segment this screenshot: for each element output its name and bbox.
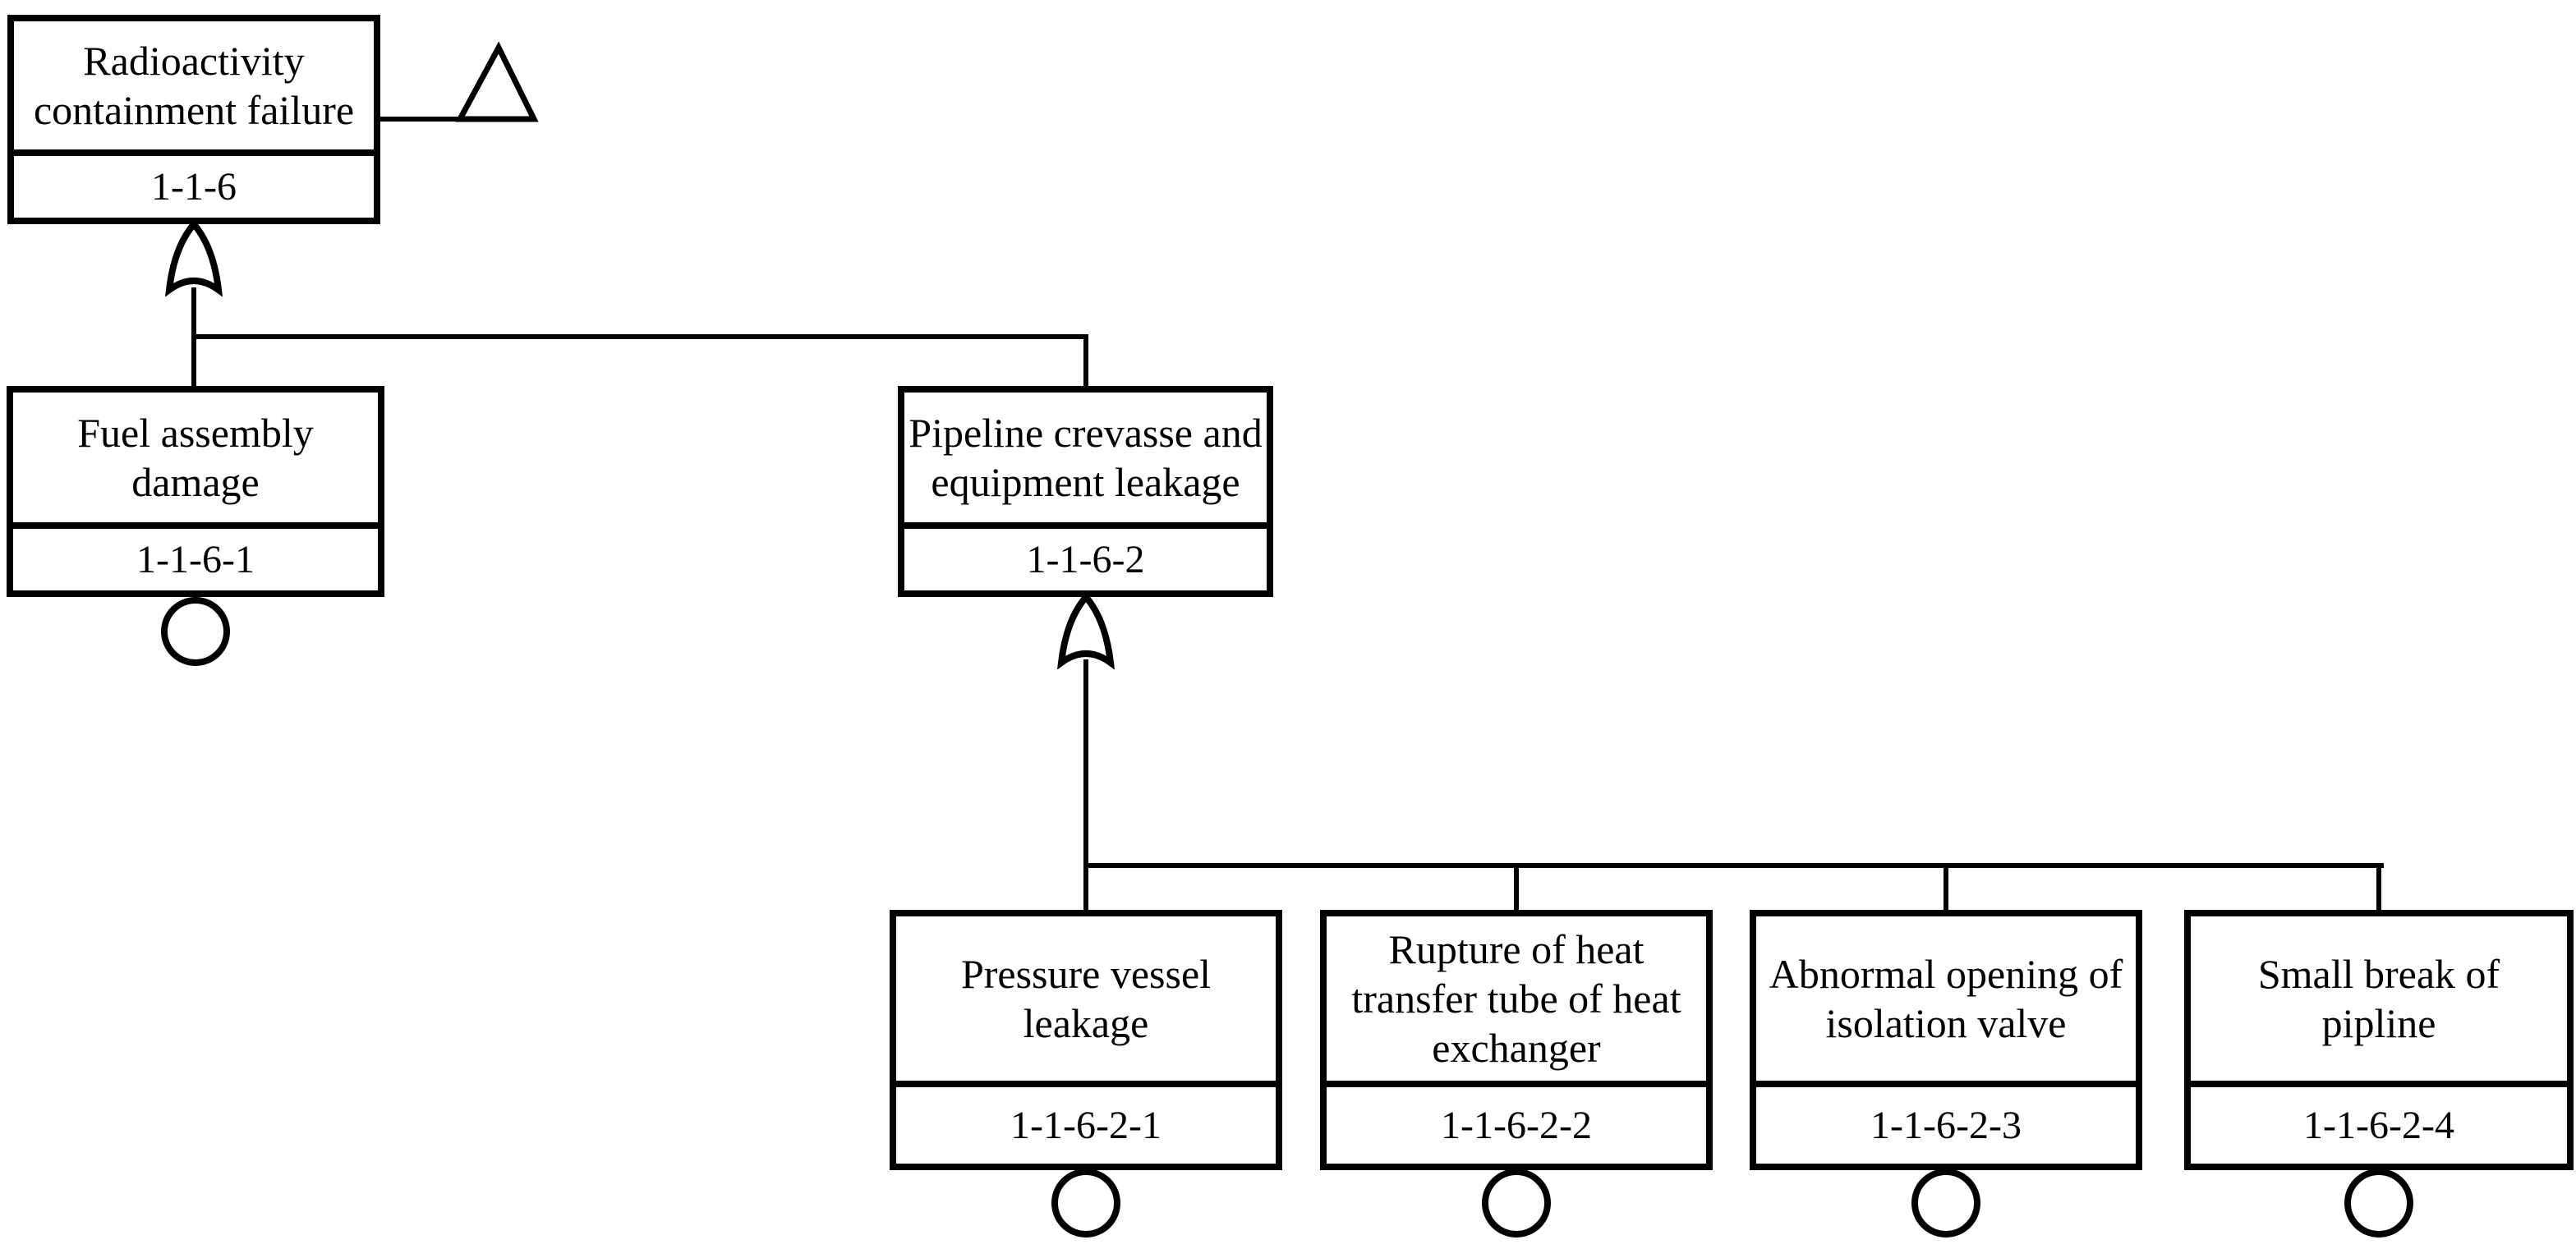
connector-line <box>1083 334 1088 386</box>
event-id-label: 1-1-6-2-4 <box>2191 1081 2567 1164</box>
or-gate-icon <box>1057 592 1115 669</box>
or-gate-icon <box>165 219 223 296</box>
event-id-label: 1-1-6-2-3 <box>1756 1081 2136 1164</box>
connector-line <box>191 334 1088 339</box>
event-box-1-1-6: Radioactivity containment failure 1-1-6 <box>7 15 380 224</box>
event-title: Small break of pipline <box>2257 951 2500 1046</box>
basic-event-circle-icon <box>1051 1169 1120 1238</box>
connector-line <box>378 117 536 122</box>
event-id-label: 1-1-6 <box>14 149 374 218</box>
event-box-1-1-6-1: Fuel assembly damage 1-1-6-1 <box>7 386 384 597</box>
event-box-1-1-6-2-4: Small break of pipline 1-1-6-2-4 <box>2184 910 2574 1170</box>
event-title: Radioactivity containment failure <box>33 38 355 133</box>
event-box-1-1-6-2-2: Rupture of heat transfer tube of heat ex… <box>1320 910 1713 1170</box>
connector-line <box>1083 863 2384 868</box>
event-title: Rupture of heat transfer tube of heat ex… <box>1351 926 1681 1071</box>
connector-line <box>2376 863 2381 910</box>
event-box-1-1-6-2-1: Pressure vessel leakage 1-1-6-2-1 <box>890 910 1282 1170</box>
event-box-1-1-6-2: Pipeline crevasse and equipment leakage … <box>898 386 1273 597</box>
basic-event-circle-icon <box>161 597 230 666</box>
event-box-1-1-6-2-3: Abnormal opening of isolation valve 1-1-… <box>1750 910 2142 1170</box>
basic-event-circle-icon <box>1911 1169 1980 1238</box>
connector-line <box>1083 659 1088 910</box>
event-title: Abnormal opening of isolation valve <box>1769 951 2123 1046</box>
event-title: Fuel assembly damage <box>77 410 314 505</box>
basic-event-circle-icon <box>1482 1169 1551 1238</box>
event-id-label: 1-1-6-2-2 <box>1327 1081 1706 1164</box>
event-id-label: 1-1-6-2 <box>904 522 1267 590</box>
connector-line <box>1514 863 1519 910</box>
transfer-triangle-icon <box>455 41 539 122</box>
event-id-label: 1-1-6-2-1 <box>896 1081 1276 1164</box>
event-title: Pressure vessel leakage <box>960 951 1212 1046</box>
event-title: Pipeline crevasse and equipment leakage <box>908 410 1263 505</box>
basic-event-circle-icon <box>2344 1169 2413 1238</box>
event-id-label: 1-1-6-1 <box>13 522 378 590</box>
connector-line <box>1944 863 1948 910</box>
